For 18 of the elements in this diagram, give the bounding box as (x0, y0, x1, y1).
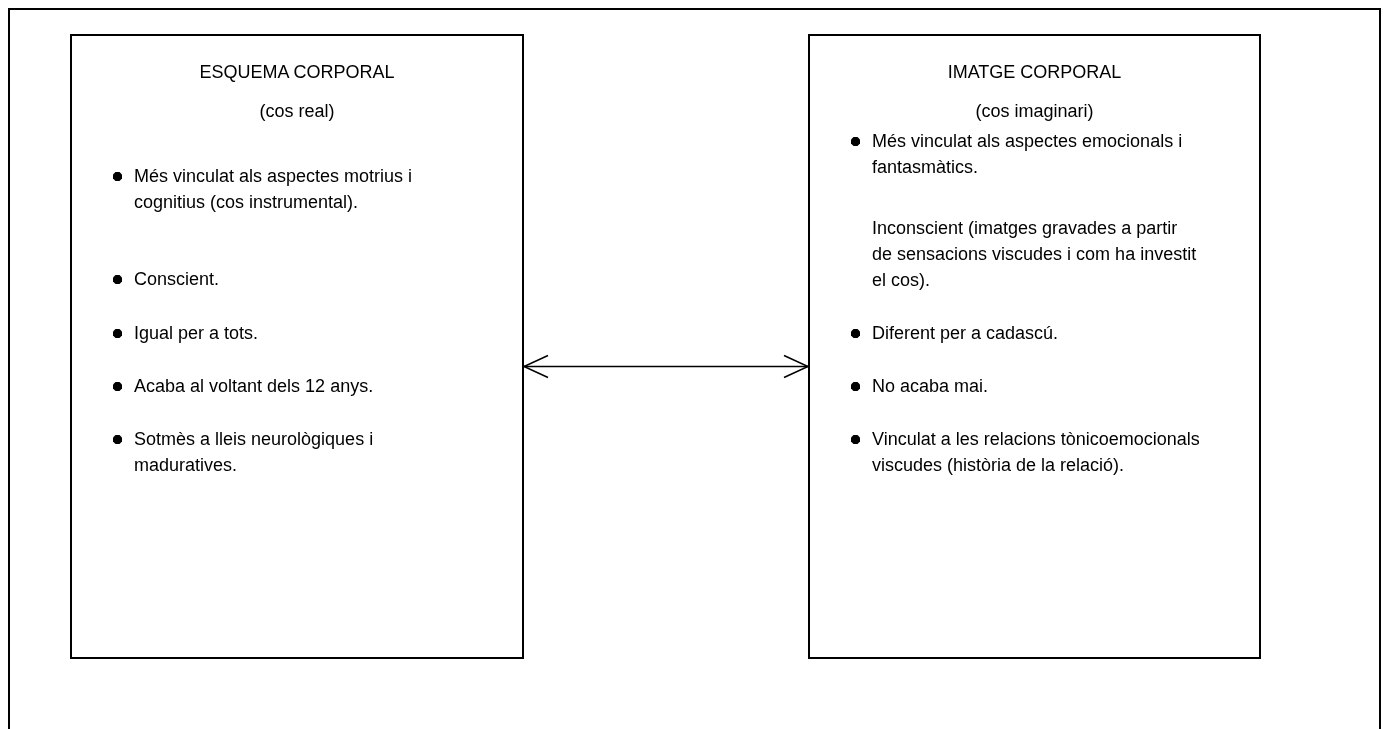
bullet-text: Sotmès a lleis neurològiques i maduratives. (134, 428, 375, 477)
double-arrow (522, 354, 810, 379)
bullet-text: Acaba al voltant dels 12 anys. (134, 375, 375, 398)
bullet-text: Conscient. (134, 268, 221, 291)
bullet-text: Més vinculat als aspectes motrius i cognitius (cos instrumental). (134, 165, 414, 214)
bullet-text: Igual per a tots. (134, 322, 260, 345)
content-box (70, 34, 524, 659)
bullet-text: Inconscient (imatges gravades a partir de sensacions viscudes i com ha investit el cos). (872, 217, 1198, 292)
box-subheading: (cos real) (258, 100, 336, 123)
frame-box (8, 8, 1381, 729)
bullet-text: Més vinculat als aspectes emocionals i fantasmàtics. (872, 130, 1184, 179)
content-box (808, 34, 1261, 659)
bullet-text: Diferent per a cadascú. (872, 322, 1060, 345)
box-heading: ESQUEMA CORPORAL (198, 61, 396, 84)
bullet-text: No acaba mai. (872, 375, 990, 398)
box-subheading: (cos imaginari) (974, 100, 1095, 123)
box-heading: IMATGE CORPORAL (946, 61, 1123, 84)
bullet-text: Vinculat a les relacions tònicoemocionals viscudes (història de la relació). (872, 428, 1201, 477)
